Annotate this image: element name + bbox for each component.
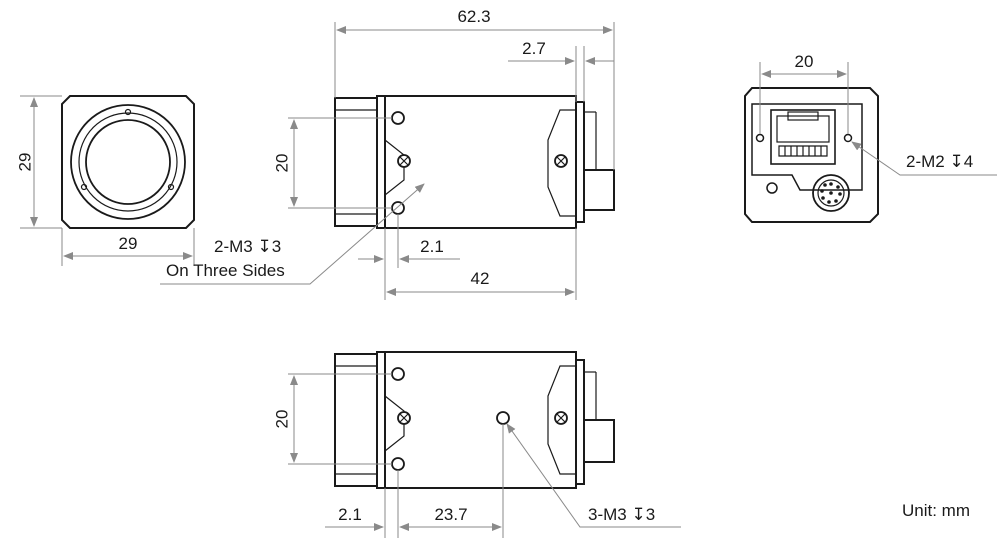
- bottom-center-offset-label: 23.7: [434, 505, 467, 524]
- front-view: 29 29: [16, 95, 195, 266]
- side-callout-thread: 2-M3: [214, 237, 257, 256]
- rear-callout-text: 2-M2 ↧4: [906, 152, 973, 171]
- rj45-port: [770, 109, 836, 165]
- rear-callout-thread: 2-M2: [906, 152, 949, 171]
- gpio-connector: [812, 174, 850, 212]
- rj45-pins: [784, 146, 822, 156]
- side-callout-line1: 2-M3 ↧3: [214, 237, 281, 256]
- side-callout-leader: [160, 183, 425, 285]
- bottom-rear-cap: [575, 359, 585, 485]
- bottom-hole-offset-label: 2.1: [338, 505, 362, 524]
- bottom-center-hole: [496, 411, 510, 425]
- rj45-inner: [776, 115, 830, 143]
- rear-housing: [744, 87, 879, 223]
- unit-label: Unit: mm: [902, 501, 970, 520]
- side-screw-rear-cross: [556, 156, 566, 166]
- depth-symbol-icon: ↧: [257, 237, 271, 256]
- side-hole-bottom: [391, 201, 405, 215]
- lens-mount-ring-outer: [70, 104, 186, 220]
- rear-spacing-label: 20: [795, 52, 814, 71]
- rj45-latch: [787, 111, 819, 121]
- side-hole-top: [391, 111, 405, 125]
- front-width-label: 29: [119, 234, 138, 253]
- front-housing: [61, 95, 195, 229]
- rear-callout-depth: 4: [964, 152, 973, 171]
- depth-symbol-icon: ↧: [949, 152, 963, 171]
- side-rear-bevel: [547, 109, 576, 217]
- bottom-flange: [376, 351, 386, 489]
- bottom-callout-leader: [506, 423, 681, 528]
- side-body: [384, 95, 577, 229]
- rear-hole-left: [755, 133, 765, 143]
- gpio-pins: [820, 182, 842, 204]
- bottom-body: [384, 351, 577, 489]
- rear-hole-right: [843, 133, 853, 143]
- side-view: 62.3 2.7 20 2.1 42 2-M3 ↧3 On Three Side…: [160, 7, 615, 300]
- bottom-callout-text: 3-M3 ↧3: [588, 505, 655, 524]
- bottom-connector: [583, 419, 615, 463]
- bottom-rear-bevel: [547, 365, 576, 475]
- rj45-contacts: [778, 145, 828, 157]
- bottom-callout-thread: 3-M3: [588, 505, 631, 524]
- mount-screw-left: [80, 183, 88, 191]
- rear-panel-outline: [751, 103, 863, 191]
- side-hole-spacing-label: 20: [273, 154, 292, 173]
- side-callout-line2: On Three Sides: [166, 261, 285, 280]
- side-rear-offset-label: 2.7: [522, 39, 546, 58]
- lens-mount-ring-inner: [85, 119, 171, 205]
- rear-callout-leader: [851, 141, 997, 176]
- depth-symbol-icon: ↧: [631, 505, 645, 524]
- mount-screw-top: [124, 108, 132, 116]
- side-body-length-label: 42: [471, 269, 490, 288]
- side-callout-depth: 3: [272, 237, 281, 256]
- front-height-label: 29: [16, 153, 35, 172]
- bottom-hole-spacing-label: 20: [273, 410, 292, 429]
- side-lens-mount: [334, 97, 378, 227]
- side-hole-offset-label: 2.1: [420, 237, 444, 256]
- rear-led-hole: [766, 182, 778, 194]
- side-connector: [583, 169, 615, 211]
- side-screw-front-cross: [399, 156, 409, 166]
- side-rear-cap: [575, 101, 585, 223]
- bottom-screw-front-cross: [399, 413, 409, 423]
- bottom-hole-bottom: [391, 457, 405, 471]
- mount-screw-right: [167, 183, 175, 191]
- bottom-hole-top: [391, 367, 405, 381]
- bottom-view: 20 2.1 23.7 3-M3 ↧3: [273, 351, 681, 538]
- lens-mount-ring-middle: [78, 112, 178, 212]
- rear-view: 20 2-M2 ↧4: [744, 52, 997, 223]
- gpio-connector-inner: [817, 179, 845, 207]
- bottom-screw-rear-cross: [556, 413, 566, 423]
- bottom-callout-depth: 3: [646, 505, 655, 524]
- side-length-label: 62.3: [457, 7, 490, 26]
